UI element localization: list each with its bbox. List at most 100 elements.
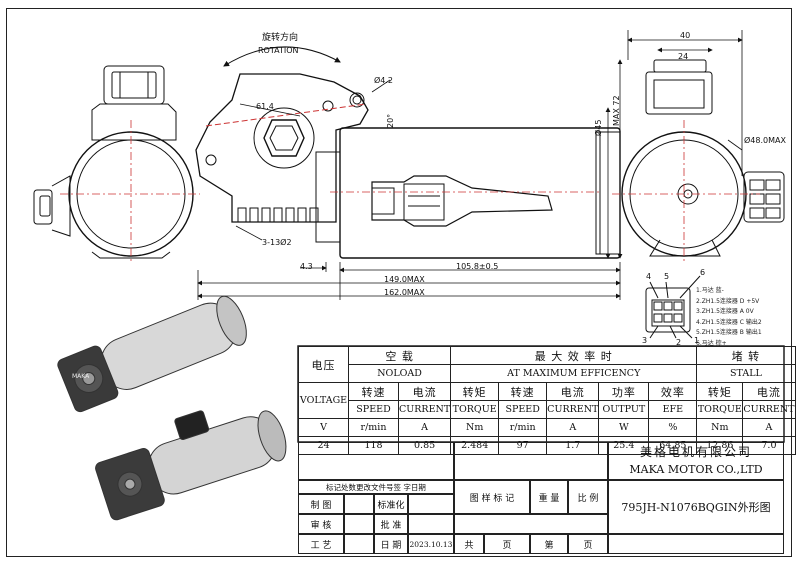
stall-en: STALL <box>696 364 796 383</box>
pin-6: 6 <box>700 268 706 277</box>
drawing-number-footer <box>608 534 784 554</box>
col-en: CURRENT <box>397 400 452 419</box>
date-label: 日 期 <box>374 534 408 554</box>
date-value: 2023.10.13 <box>408 534 454 554</box>
weight-label: 重 量 <box>530 480 568 514</box>
pin-2: 2 <box>676 338 682 347</box>
col-en: SPEED <box>348 400 399 419</box>
legend-item: 2.ZH1.5连接器 D +5V <box>696 297 760 305</box>
stall-cn: 堵 转 <box>696 346 796 365</box>
dim-149: 149.0MAX <box>384 275 425 284</box>
col-cn: 电流 <box>742 382 796 401</box>
title-empty-area <box>298 442 454 480</box>
voltage-unit: V <box>298 418 349 437</box>
company-name-cn: 美格电机有限公司 <box>639 445 752 459</box>
craft-label: 工 艺 <box>298 534 344 554</box>
col-en: TORQUE <box>450 400 500 419</box>
mark-cells <box>454 514 608 534</box>
drawing-number: 795JH-N1076BQGIN外形图 <box>608 480 784 534</box>
col-value: 64.85 <box>648 436 698 455</box>
dim-hole-dia: Ø4.2 <box>374 76 394 85</box>
col-cn: 功率 <box>598 382 650 401</box>
pin-4: 4 <box>646 272 652 281</box>
sheet-page-label: 页 <box>568 534 608 554</box>
spec-table: 电压 空 载 最 大 效 率 时 堵 转 NOLOAD AT MAXIMUM E… <box>298 346 796 455</box>
dim-holes: 3-13Ø2 <box>262 238 292 247</box>
col-en: OUTPUT <box>598 400 650 419</box>
col-cn: 电流 <box>397 382 452 401</box>
dim-d48: Ø48.0MAX <box>744 136 786 145</box>
connector-pinout <box>645 275 701 339</box>
col-unit: Nm <box>696 418 744 437</box>
col-cn: 转矩 <box>696 382 744 401</box>
check-cell <box>344 514 374 534</box>
col-value: 1.7 <box>546 436 600 455</box>
standardize-label: 标准化 <box>374 494 408 514</box>
rotation-label-cn: 旋转方向 <box>262 33 299 43</box>
noload-cn: 空 载 <box>347 346 452 365</box>
drawing-frame <box>6 8 792 557</box>
photo-brand-label: MAKA <box>72 373 90 380</box>
middle-side-view <box>195 46 621 259</box>
col-cn: 转速 <box>498 382 548 401</box>
approve-cell <box>408 514 454 534</box>
craft-cell <box>344 534 374 554</box>
draw-label: 制 图 <box>298 494 344 514</box>
col-value: 7.0 <box>742 436 796 455</box>
draw-cell <box>344 494 374 514</box>
dim-angle: 20° <box>386 113 395 128</box>
standardize-cell <box>408 494 454 514</box>
col-cn: 转矩 <box>450 382 500 401</box>
company-name-en: MAKA MOTOR CO.,LTD <box>629 463 763 476</box>
left-end-view <box>33 65 194 259</box>
scale-label: 比 例 <box>568 480 608 514</box>
total-label: 共 <box>454 534 484 554</box>
maxeff-cn: 最 大 效 率 时 <box>450 346 698 365</box>
company-block: 美格电机有限公司 MAKA MOTOR CO.,LTD <box>608 442 784 480</box>
total-page-label: 页 <box>484 534 530 554</box>
pinout-legend: 1.马达 蓝- 2.ZH1.5连接器 D +5V 3.ZH1.5连接器 A 0V… <box>696 286 762 350</box>
maxeff-en: AT MAXIMUM EFFICENCY <box>450 364 698 383</box>
col-unit: W <box>598 418 650 437</box>
dim-40: 40 <box>680 31 691 40</box>
col-cn: 效率 <box>648 382 698 401</box>
col-en: TORQUE <box>696 400 744 419</box>
rev-header: 标记处数更改文件号签 字日期 <box>298 480 454 494</box>
col-unit: A <box>397 418 452 437</box>
product-photo <box>57 295 287 521</box>
legend-item: 6.马达 棕+ <box>696 339 727 347</box>
mark-label: 图 样 标 记 <box>454 480 530 514</box>
check-label: 审 核 <box>298 514 344 534</box>
dim-24: 24 <box>678 52 689 61</box>
approve-label: 批 准 <box>374 514 408 534</box>
col-unit: r/min <box>498 418 548 437</box>
noload-en: NOLOAD <box>347 364 452 383</box>
dim-162: 162.0MAX <box>384 288 425 297</box>
legend-item: 3.ZH1.5连接器 A 0V <box>696 308 754 316</box>
title-empty-area-2 <box>454 442 608 480</box>
col-cn: 电流 <box>546 382 600 401</box>
voltage-cn: 电压 <box>298 346 349 383</box>
pin-3: 3 <box>642 336 648 345</box>
pin-5: 5 <box>664 272 670 281</box>
col-en: SPEED <box>498 400 548 419</box>
dim-max72: MAX 72 <box>612 95 621 126</box>
col-unit: Nm <box>450 418 500 437</box>
rotation-label-en: ROTATION <box>258 46 299 55</box>
legend-item: 5.ZH1.5连接器 B 输出1 <box>696 329 762 337</box>
dim-4-3: 4.3 <box>300 262 313 271</box>
col-unit: A <box>546 418 600 437</box>
col-value: 0.85 <box>397 436 452 455</box>
col-cn: 转速 <box>348 382 399 401</box>
right-end-view <box>621 59 785 257</box>
col-unit: % <box>648 418 698 437</box>
sheet-label: 第 <box>530 534 568 554</box>
legend-item: 4.ZH1.5连接器 C 输出2 <box>696 318 762 326</box>
pin-1: 1 <box>694 336 700 345</box>
voltage-en: VOLTAGE <box>298 382 349 419</box>
legend-item: 1.马达 蓝- <box>696 287 724 294</box>
dim-105-8: 105.8±0.5 <box>456 262 499 271</box>
dim-d45: Ø45 <box>594 119 603 136</box>
col-unit: r/min <box>348 418 399 437</box>
